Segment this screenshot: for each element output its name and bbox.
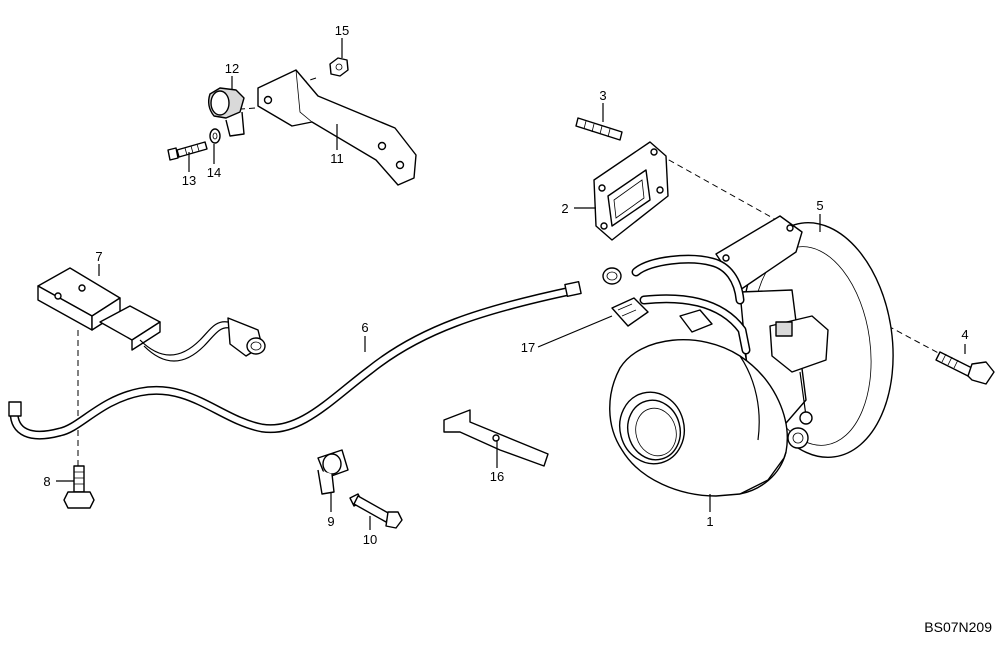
callout-16: 16 — [490, 469, 504, 484]
callout-1: 1 — [706, 514, 713, 529]
bolt-part-10 — [349, 493, 403, 529]
callout-7: 7 — [95, 249, 102, 264]
leader-lines — [56, 38, 966, 530]
bolt-part-8 — [63, 465, 95, 509]
clamp-part-12 — [207, 87, 245, 137]
callout-8: 8 — [43, 474, 50, 489]
bolt-part-13 — [167, 141, 208, 161]
drawing-code: BS07N209 — [924, 619, 992, 635]
callout-4: 4 — [961, 327, 968, 342]
connector-part-17 — [602, 267, 649, 327]
nut-part-15 — [329, 57, 349, 77]
callout-15: 15 — [335, 23, 349, 38]
bracket-part-16 — [443, 409, 549, 467]
callout-12: 12 — [225, 61, 239, 76]
callout-labels: 1 2 3 4 5 6 7 8 9 10 11 12 13 14 15 16 1… — [43, 23, 968, 547]
callout-9: 9 — [327, 514, 334, 529]
callout-10: 10 — [363, 532, 377, 547]
callout-6: 6 — [361, 320, 368, 335]
callout-11: 11 — [330, 151, 344, 166]
callout-14: 14 — [207, 165, 221, 180]
washer-part-14 — [209, 128, 221, 144]
callout-5: 5 — [816, 198, 823, 213]
callout-13: 13 — [182, 173, 196, 188]
turbocharger-part-1 — [609, 215, 894, 497]
pipe-part-6 — [8, 280, 582, 440]
bolt-part-4 — [935, 351, 995, 385]
stud-part-3 — [575, 117, 623, 141]
sensor-part-7 — [37, 267, 266, 362]
callout-2: 2 — [561, 201, 568, 216]
callout-17: 17 — [521, 340, 535, 355]
callout-3: 3 — [599, 88, 606, 103]
clip-part-9 — [317, 449, 349, 495]
gasket-part-2 — [593, 141, 669, 241]
